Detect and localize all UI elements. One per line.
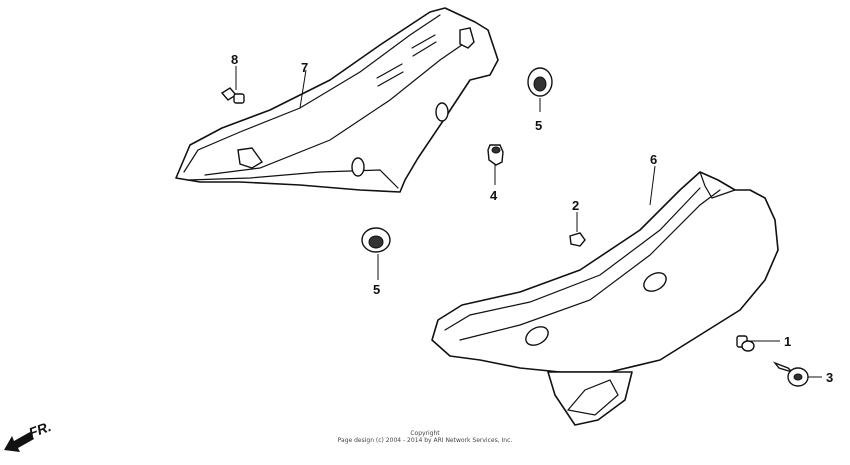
cushion-part-4[interactable] <box>487 144 504 166</box>
screw-part-8[interactable] <box>220 87 245 104</box>
fastener-part-3[interactable] <box>772 361 809 387</box>
front-direction-indicator: FR. <box>4 418 53 452</box>
grommet-part-5-lower[interactable] <box>361 227 391 253</box>
washer-part-2[interactable] <box>569 232 586 247</box>
callout-2: 2 <box>572 198 579 213</box>
callout-8: 8 <box>231 52 238 67</box>
callout-5-lower: 5 <box>373 282 380 297</box>
callout-6: 6 <box>650 152 657 167</box>
callout-1: 1 <box>784 334 791 349</box>
bolt-part-1[interactable] <box>736 335 755 352</box>
leader-lines <box>235 66 822 378</box>
copyright-line-1: Copyright <box>410 430 440 437</box>
copyright-line-2: Page design (c) 2004 - 2014 by ARI Netwo… <box>338 437 513 444</box>
grommet-part-5-upper[interactable] <box>527 67 553 97</box>
side-cover-right-part-6[interactable] <box>431 171 779 426</box>
side-cover-left-part-7[interactable] <box>175 7 499 193</box>
callout-4: 4 <box>490 188 498 203</box>
arrow-icon <box>4 432 34 452</box>
front-label: FR. <box>27 418 54 441</box>
callout-5-upper: 5 <box>535 118 542 133</box>
callout-3: 3 <box>826 370 833 385</box>
callout-7: 7 <box>301 60 308 75</box>
